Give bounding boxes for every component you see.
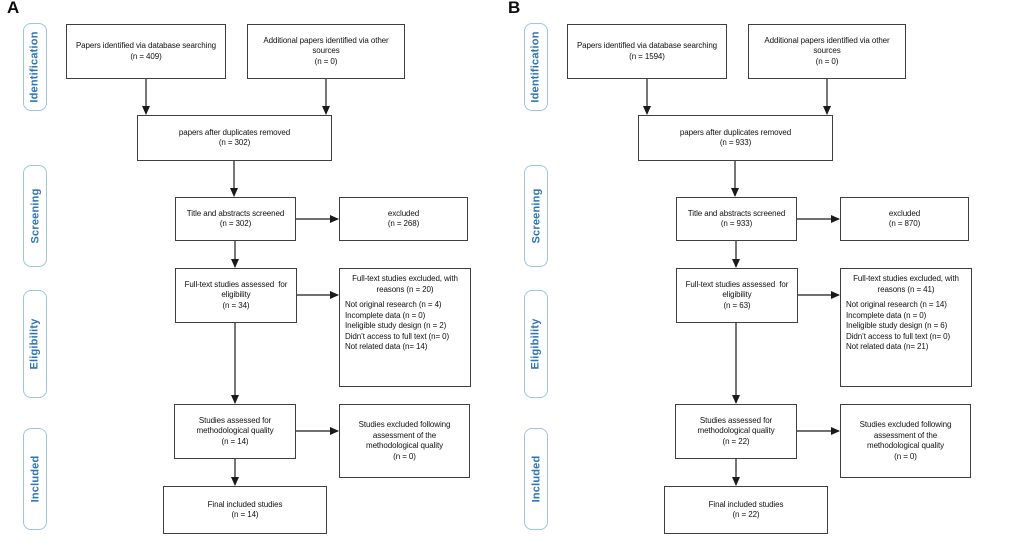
box-title-abstract-screened: Title and abstracts screened (n = 933) — [676, 197, 797, 241]
stage-screening: Screening — [524, 165, 548, 267]
stage-included-label: Included — [530, 455, 543, 503]
panel-b: B Identification Screening Eligibility — [501, 0, 1012, 556]
box-quality-excluded: Studies excluded following assessment of… — [339, 404, 470, 478]
fulltext-excluded-reasons: Not original research (n = 4) Incomplete… — [345, 300, 450, 351]
stage-included: Included — [524, 428, 548, 530]
panel-a: A Identification Screening Eligibility — [7, 0, 471, 534]
stage-included: Included — [23, 428, 47, 530]
box-duplicates-removed: papers after duplicates removed (n = 933… — [638, 115, 833, 161]
stage-screening-label: Screening — [530, 188, 542, 244]
stage-eligibility: Eligibility — [23, 290, 47, 398]
stage-eligibility-label: Eligibility — [530, 318, 542, 370]
box-quality-assessed: Studies assessed for methodological qual… — [675, 404, 797, 459]
fulltext-excluded-reasons: Not original research (n = 14) Incomplet… — [846, 300, 951, 351]
box-fulltext-excluded: Full-text studies excluded, with reasons… — [840, 268, 972, 387]
stage-eligibility: Eligibility — [524, 290, 548, 398]
stage-identification: Identification — [524, 23, 548, 111]
stage-identification-label: Identification — [530, 31, 542, 103]
stage-screening-label: Screening — [29, 188, 41, 244]
panel-b-letter: B — [508, 0, 521, 17]
box-fulltext-assessed: Full-text studies assessed for eligibili… — [676, 268, 798, 323]
box-fulltext-excluded: Full-text studies excluded, with reasons… — [339, 268, 471, 387]
box-final-included: Final included studies (n = 14) — [163, 486, 327, 534]
stage-eligibility-label: Eligibility — [29, 318, 41, 370]
box-final-included: Final included studies (n = 22) — [664, 486, 828, 534]
fulltext-excluded-header: Full-text studies excluded, with reasons… — [853, 274, 959, 294]
box-title-abstract-screened: Title and abstracts screened (n = 302) — [175, 197, 296, 241]
box-database-search: Papers identified via database searching… — [66, 24, 226, 79]
box-fulltext-assessed: Full-text studies assessed for eligibili… — [175, 268, 297, 323]
box-database-search: Papers identified via database searching… — [567, 24, 727, 79]
fulltext-excluded-header: Full-text studies excluded, with reasons… — [352, 274, 458, 294]
box-excluded: excluded (n = 870) — [840, 197, 969, 241]
box-duplicates-removed: papers after duplicates removed (n = 302… — [137, 115, 332, 161]
box-excluded: excluded (n = 268) — [339, 197, 468, 241]
box-other-sources: Additional papers identified via other s… — [247, 24, 405, 79]
stage-identification: Identification — [23, 23, 47, 111]
panel-a-letter: A — [7, 0, 20, 17]
stage-screening: Screening — [23, 165, 47, 267]
box-quality-excluded: Studies excluded following assessment of… — [840, 404, 971, 478]
box-other-sources: Additional papers identified via other s… — [748, 24, 906, 79]
stage-identification-label: Identification — [29, 31, 41, 103]
stage-included-label: Included — [29, 455, 42, 503]
box-quality-assessed: Studies assessed for methodological qual… — [174, 404, 296, 459]
